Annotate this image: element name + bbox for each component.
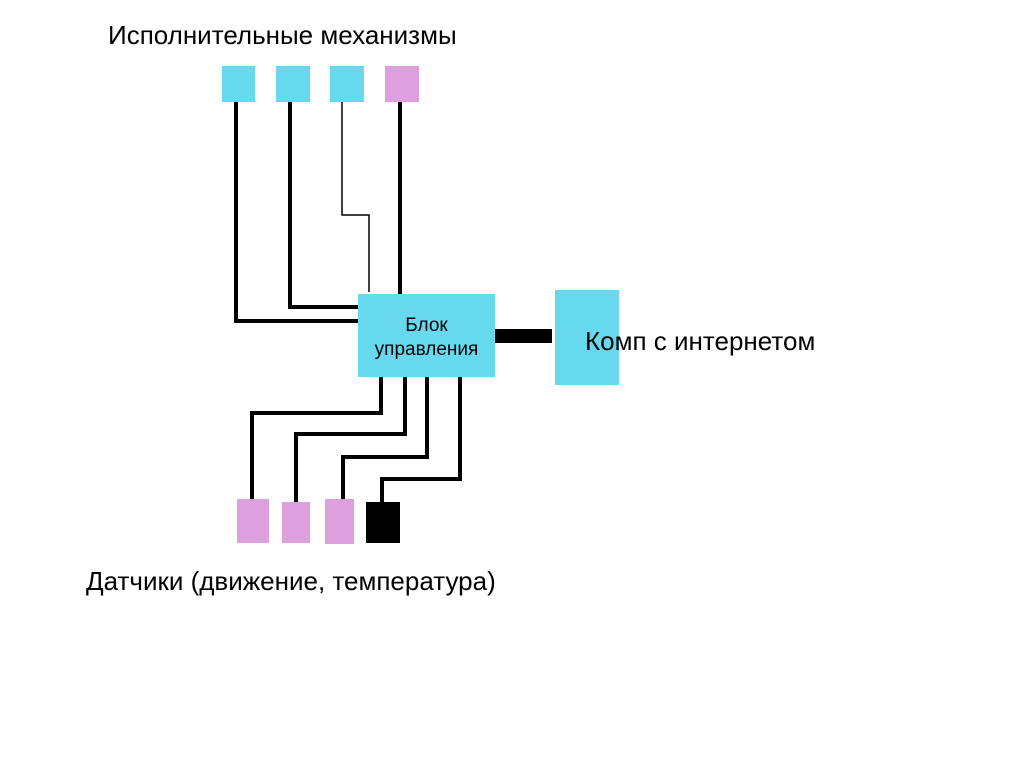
control-unit-label: Блок управления [358, 314, 495, 362]
sensor-1-box [237, 499, 269, 543]
wire-actuator-2 [288, 102, 360, 309]
wire-sensor-4 [380, 375, 462, 503]
wire-sensor-1 [250, 375, 383, 500]
sensor-2-box [282, 502, 310, 543]
sensors-title: Датчики (движение, температура) [86, 566, 496, 596]
sensor-3-box [325, 499, 354, 544]
wire-actuator-3 [341, 102, 370, 292]
wire-sensor-3 [341, 375, 429, 500]
actuator-4-box [385, 66, 419, 102]
control-unit-label-line-1: Блок [405, 315, 448, 336]
wire-actuator-1 [234, 102, 360, 323]
actuators-title: Исполнительные механизмы [108, 20, 457, 50]
computer-box [555, 290, 619, 385]
computer-label: Комп с интернетом [585, 326, 816, 356]
link-control-computer [493, 329, 552, 343]
actuator-3-box [330, 66, 364, 102]
control-unit-box [358, 294, 495, 377]
actuator-1-box [222, 66, 255, 102]
control-unit-label-line-2: управления [374, 339, 479, 360]
sensor-4-box [366, 502, 400, 543]
wire-sensor-2 [294, 375, 407, 503]
actuator-2-box [276, 66, 310, 102]
